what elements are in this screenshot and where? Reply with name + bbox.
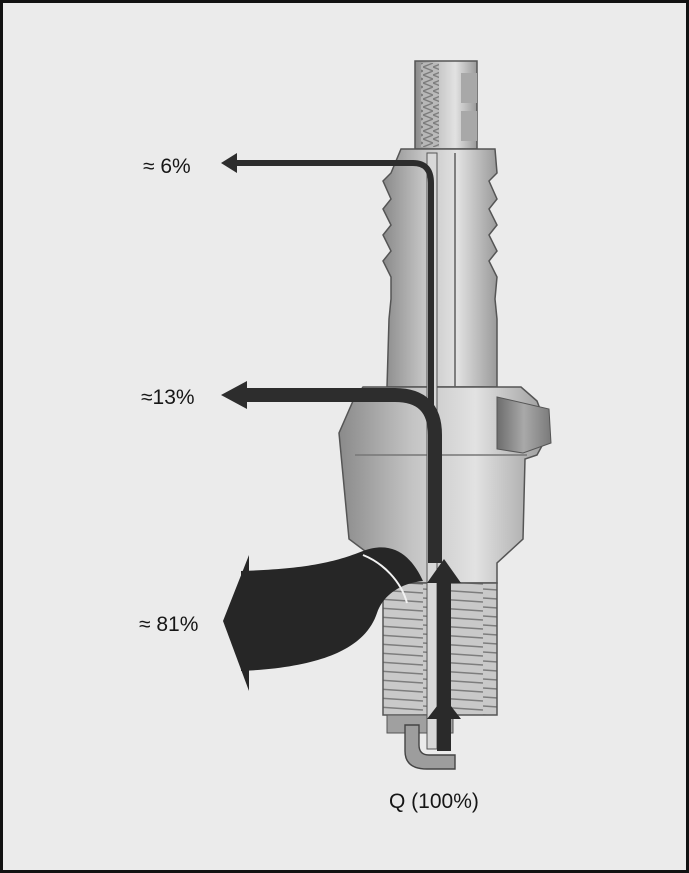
heat-path-6: [221, 153, 434, 563]
share-label-81: ≈ 81%: [139, 613, 199, 636]
terminal-nut: [414, 60, 478, 150]
share-label-6: ≈ 6%: [143, 155, 191, 178]
share-label-13: ≈13%: [141, 386, 195, 409]
heat-path-13: [221, 381, 442, 563]
insulator: [382, 148, 498, 388]
input-label: Q (100%): [389, 790, 479, 813]
heat-path-81: [223, 547, 423, 691]
spark-plug-heat-flow-diagram: [221, 60, 552, 770]
input-arrows: [427, 559, 461, 751]
